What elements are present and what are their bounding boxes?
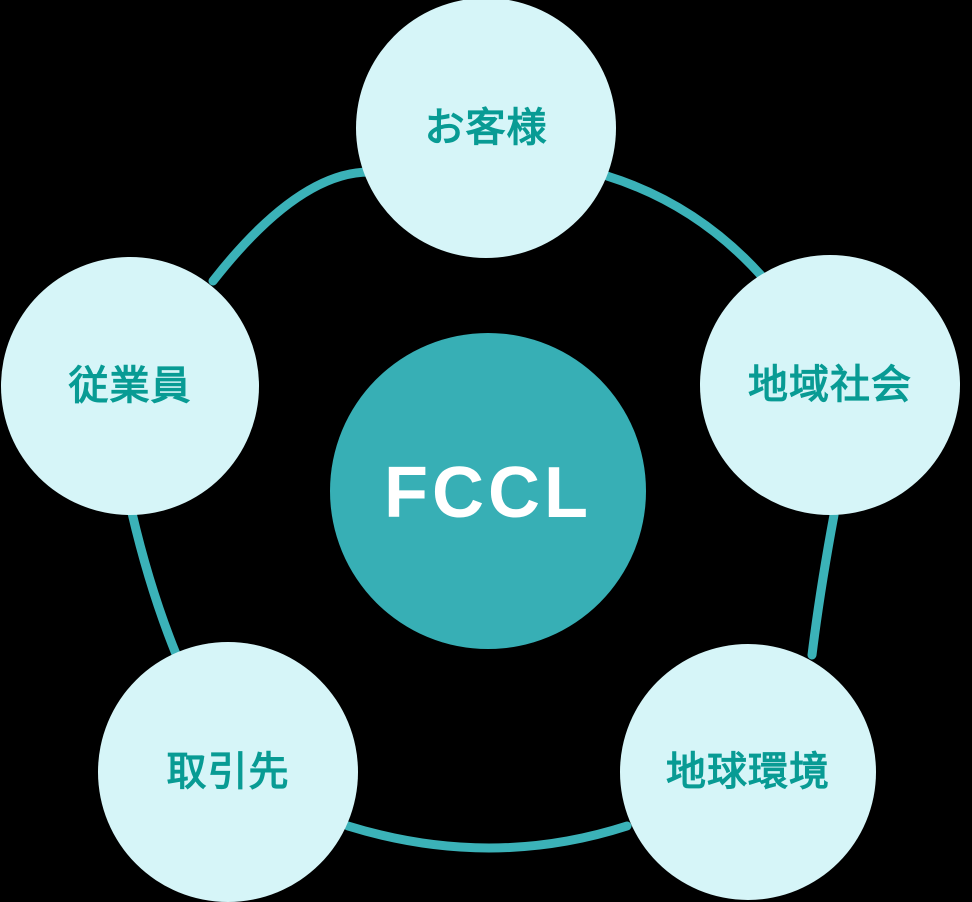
node-center-fccl[interactable]: FCCL xyxy=(330,333,646,649)
node-environment[interactable]: 地球環境 xyxy=(620,644,876,900)
center-label: FCCL xyxy=(384,453,592,533)
center-circle[interactable] xyxy=(330,333,646,649)
connector-community-to-environment xyxy=(807,510,839,660)
connector-group xyxy=(127,167,839,853)
node-employees-circle[interactable] xyxy=(1,257,259,515)
node-customer-label: お客様 xyxy=(425,106,548,150)
node-community[interactable]: 地域社会 xyxy=(700,255,960,515)
node-employees[interactable]: 従業員 xyxy=(1,257,259,515)
node-partners[interactable]: 取引先 xyxy=(98,642,358,902)
node-employees-label: 従業員 xyxy=(68,364,192,408)
connector-environment-to-partners xyxy=(343,821,632,853)
node-customer[interactable]: お客様 xyxy=(356,0,616,258)
node-partners-circle[interactable] xyxy=(98,642,358,902)
connector-employees-to-customer xyxy=(208,167,377,286)
node-community-circle[interactable] xyxy=(700,255,960,515)
connector-partners-to-employees xyxy=(127,508,181,659)
node-partners-label: 取引先 xyxy=(167,750,290,794)
node-community-label: 地域社会 xyxy=(748,363,912,407)
connector-customer-to-community xyxy=(602,171,771,286)
node-customer-circle[interactable] xyxy=(356,0,616,258)
node-environment-label: 地球環境 xyxy=(666,750,830,794)
node-environment-circle[interactable] xyxy=(620,644,876,900)
